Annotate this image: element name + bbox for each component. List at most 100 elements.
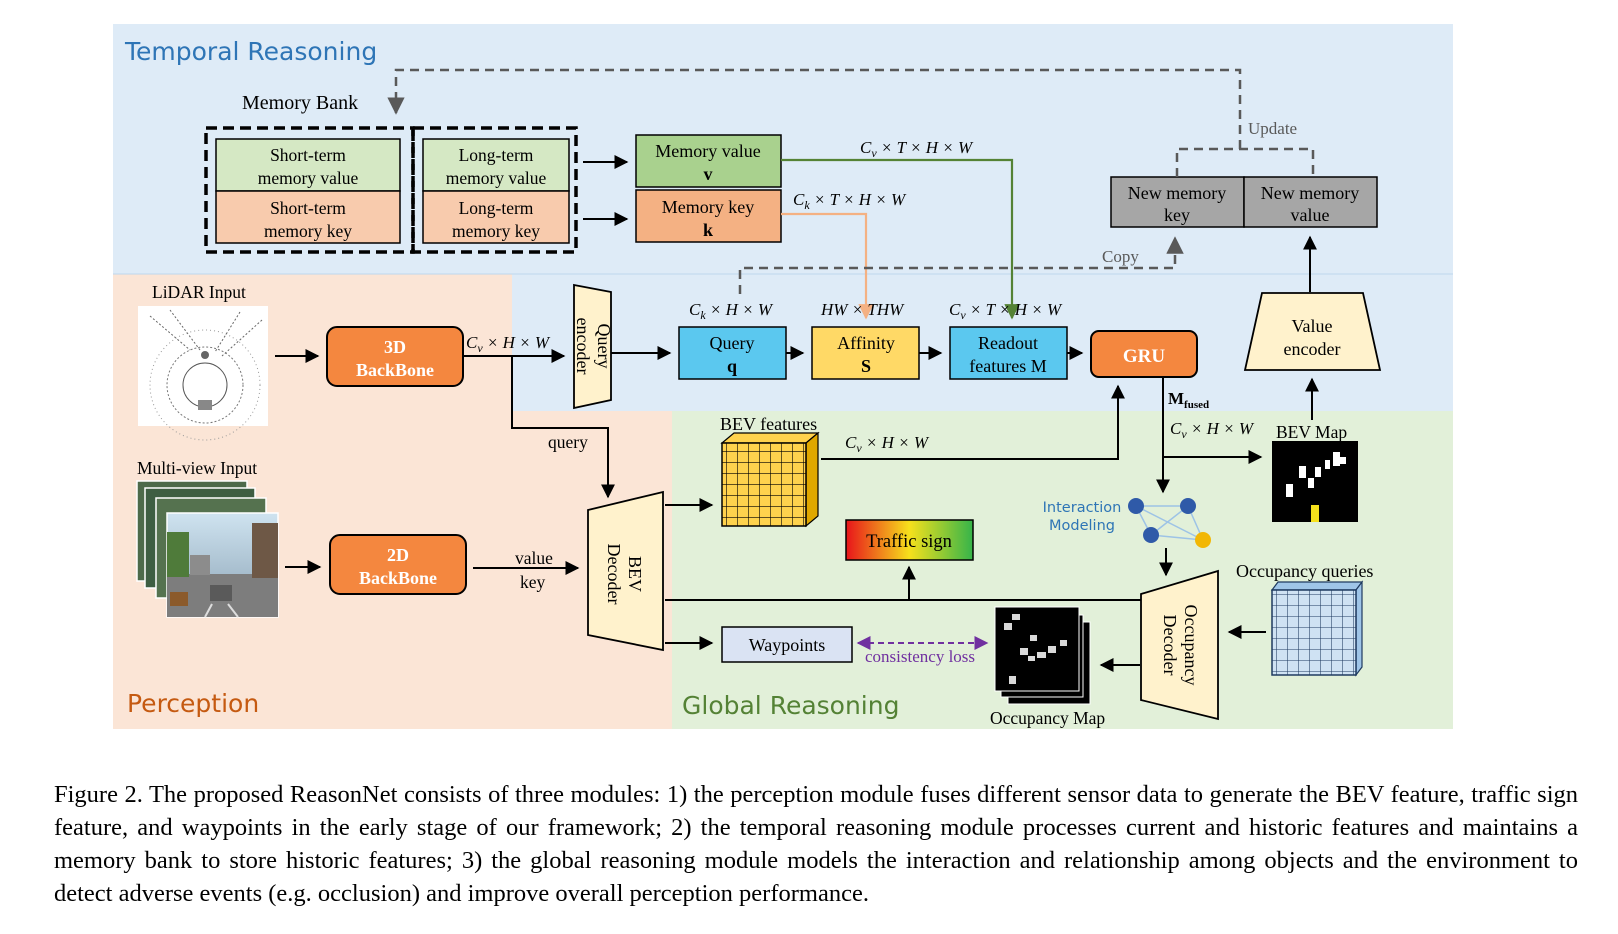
svg-text:3D: 3D (384, 337, 406, 357)
interaction-graph (1128, 498, 1211, 548)
svg-text:memory key: memory key (452, 221, 540, 241)
svg-text:New memory: New memory (1128, 183, 1226, 203)
figure-caption: Figure 2. The proposed ReasonNet consist… (54, 781, 1578, 907)
backbone-2d: 2D BackBone (329, 534, 467, 595)
interaction-modeling-label-2: Modeling (1049, 518, 1115, 534)
dim-ck-h-w: Ck × H × W (689, 300, 774, 322)
svg-text:k: k (703, 220, 713, 240)
bev-features-label: BEV features (720, 414, 817, 434)
dim-cv-h-w-lidar: Cv × H × W (466, 333, 551, 355)
svg-text:Query: Query (710, 333, 755, 353)
new-memory-key-box: New memory key (1110, 176, 1245, 228)
svg-text:Readout: Readout (978, 333, 1038, 353)
long-term-memory-value: Long-term memory value (422, 138, 570, 192)
svg-text:BEV: BEV (625, 556, 645, 592)
memory-bank-outline-long (411, 126, 578, 254)
short-term-memory-value: Short-term memory value (215, 138, 401, 192)
bev-map-image (1272, 441, 1358, 522)
svg-text:Short-term: Short-term (270, 198, 346, 218)
svg-text:2D: 2D (387, 545, 409, 565)
occupancy-queries-cube (1270, 580, 1364, 677)
interaction-modeling-label: Interaction (1043, 500, 1122, 516)
bev-to-gru-arrow (821, 384, 1125, 460)
svg-text:memory key: memory key (264, 221, 352, 241)
svg-text:Query: Query (594, 324, 614, 369)
svg-text:encoder: encoder (1284, 339, 1341, 359)
lidar-input-label: LiDAR Input (152, 282, 246, 302)
temporal-title: Temporal Reasoning (124, 37, 377, 66)
dim-cv-h-w-bev: Cv × H × W (845, 433, 930, 455)
svg-text:BackBone: BackBone (356, 360, 434, 380)
svg-text:Memory value: Memory value (655, 141, 760, 161)
svg-text:Traffic sign: Traffic sign (866, 532, 952, 552)
occupancy-map-image (994, 606, 1091, 705)
affinity-box: Affinity S (811, 326, 920, 380)
short-term-memory-key: Short-term memory key (215, 190, 401, 244)
dim-hw-thw: HW × THW (820, 300, 905, 319)
svg-text:Affinity: Affinity (837, 333, 895, 353)
svg-text:Value: Value (1292, 316, 1333, 336)
dim-cv-t-h-w-readout: Cv × T × H × W (949, 300, 1063, 322)
memory-bank-outline-short (204, 126, 415, 254)
lidar-point-cloud-image (138, 306, 268, 441)
multiview-camera-images (136, 480, 279, 618)
query-encoder: Query encoder (573, 283, 614, 410)
svg-text:Memory key: Memory key (662, 197, 754, 217)
svg-text:value: value (1291, 205, 1330, 225)
waypoints-box: Waypoints (721, 626, 853, 663)
bev-map-label: BEV Map (1276, 422, 1347, 442)
copy-label: Copy (1102, 247, 1139, 266)
reasonnet-diagram: Temporal Reasoning Perception Global Rea… (113, 24, 1453, 729)
bev-features-cube (720, 431, 820, 528)
query-box: Query q (678, 326, 787, 380)
memory-bank-title: Memory Bank (242, 92, 358, 114)
occupancy-map-label: Occupancy Map (990, 708, 1105, 728)
copy-dashed-path (738, 236, 1184, 294)
svg-text:Occupancy: Occupancy (1181, 605, 1201, 686)
svg-text:features M: features M (969, 356, 1046, 376)
svg-text:Long-term: Long-term (459, 198, 534, 218)
memory-value-box: Memory value v (635, 134, 782, 188)
svg-text:BackBone: BackBone (359, 568, 437, 588)
memory-key-box: Memory key k (635, 189, 782, 243)
svg-text:memory value: memory value (446, 168, 547, 188)
svg-text:encoder: encoder (573, 318, 593, 375)
multiview-input-label: Multi-view Input (137, 458, 257, 478)
key-label: key (520, 572, 546, 592)
update-label: Update (1248, 119, 1297, 138)
readout-features-box: Readout features M (949, 326, 1068, 380)
query-branch-arrow (511, 356, 615, 499)
svg-text:memory value: memory value (258, 168, 359, 188)
value-label: value (515, 548, 553, 568)
query-label: query (548, 432, 588, 452)
dim-cv-t-h-w: Cv × T × H × W (860, 138, 974, 160)
svg-text:v: v (704, 164, 713, 184)
backbone-3d: 3D BackBone (326, 326, 464, 387)
svg-text:New memory: New memory (1261, 183, 1359, 203)
new-memory-value-box: New memory value (1243, 176, 1378, 228)
dim-cv-h-w-fused: Cv × H × W (1170, 419, 1255, 441)
gru-box: GRU (1090, 330, 1198, 378)
long-term-memory-key: Long-term memory key (422, 190, 570, 244)
svg-text:Decoder: Decoder (1160, 615, 1180, 676)
perception-title: Perception (127, 689, 259, 718)
global-title: Global Reasoning (682, 691, 899, 720)
svg-text:Short-term: Short-term (270, 145, 346, 165)
consistency-loss-label: consistency loss (865, 647, 975, 666)
svg-text:key: key (1164, 205, 1190, 225)
svg-text:GRU: GRU (1123, 346, 1166, 367)
memory-key-to-affinity-arrow (781, 212, 874, 320)
occupancy-queries-label: Occupancy queries (1236, 561, 1373, 581)
dim-ck-t-h-w: Ck × T × H × W (793, 190, 907, 212)
update-dashed-path (396, 68, 1315, 177)
value-encoder: Value encoder (1243, 292, 1382, 371)
svg-text:Decoder: Decoder (604, 544, 624, 605)
m-fused-label: Mfused (1168, 389, 1209, 411)
traffic-sign-box: Traffic sign (845, 519, 974, 561)
svg-text:Waypoints: Waypoints (749, 635, 826, 655)
memory-value-to-readout-arrow (781, 158, 1020, 320)
bev-decoder: BEV Decoder (587, 490, 664, 652)
svg-text:Long-term: Long-term (459, 145, 534, 165)
svg-text:q: q (727, 356, 737, 376)
occupancy-decoder: Occupancy Decoder (1140, 569, 1219, 721)
